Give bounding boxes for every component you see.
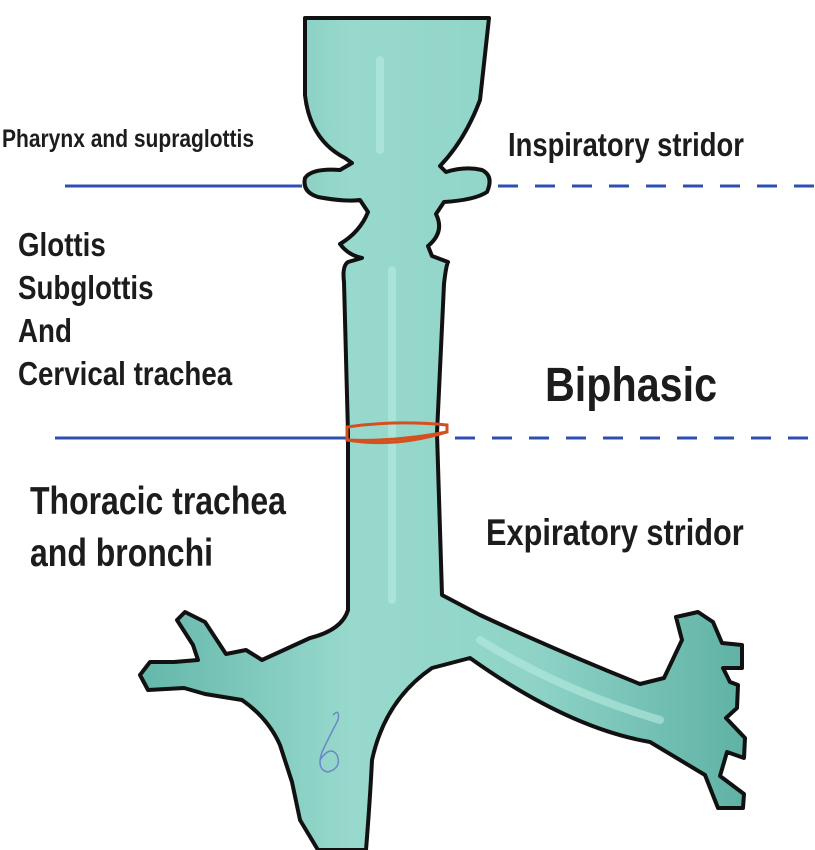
bronchi-label: and bronchi bbox=[30, 532, 214, 575]
glottis-label: Glottis bbox=[18, 226, 106, 263]
stenosis-ring bbox=[345, 421, 449, 445]
cervical-trachea-label: Cervical trachea bbox=[18, 355, 233, 392]
thoracic-trachea-label: Thoracic trachea bbox=[30, 480, 286, 523]
glottis-region-labels: Glottis Subglottis And Cervical trachea bbox=[18, 223, 273, 395]
airway-shape bbox=[138, 16, 747, 850]
subglottis-label: Subglottis bbox=[18, 269, 154, 306]
and-label: And bbox=[18, 312, 72, 349]
biphasic-label: Biphasic bbox=[545, 359, 718, 412]
airway-highlight bbox=[376, 56, 664, 724]
expiratory-stridor-label: Expiratory stridor bbox=[486, 512, 744, 553]
pharynx-supraglottis-label: Pharynx and supraglottis bbox=[2, 125, 255, 153]
signature-mark bbox=[319, 711, 340, 773]
inspiratory-stridor-label: Inspiratory stridor bbox=[508, 126, 744, 163]
